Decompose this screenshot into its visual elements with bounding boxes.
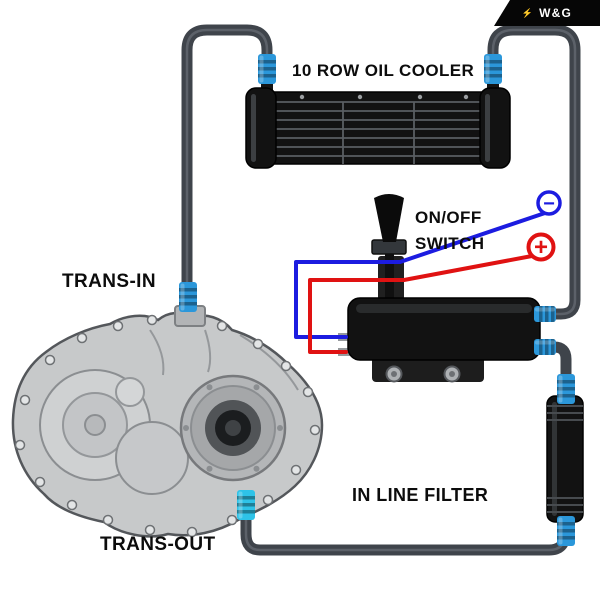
fitting-pump-bottom: [534, 339, 556, 355]
wire-positive: [308, 254, 534, 354]
oil-cooler: [245, 80, 511, 169]
cooler-tank-left: [245, 87, 277, 169]
terminal-negative: −: [536, 190, 562, 216]
fitting-filter-top: [557, 374, 575, 404]
switch-lever: [374, 194, 404, 242]
minus-symbol: −: [543, 193, 555, 215]
hose-cooler-to-trans-in: [181, 24, 273, 296]
plus-symbol: +: [534, 234, 548, 261]
hose-cooler-to-pump: [487, 24, 581, 320]
brand-badge: ⚡ W&G: [494, 0, 600, 26]
cooler-tank-right: [479, 87, 511, 169]
output-shaft: [179, 374, 287, 482]
trans-out-label: TRANS-OUT: [100, 534, 216, 555]
switch-body: [371, 194, 407, 304]
transmission: [11, 305, 324, 538]
cooler-label: 10 ROW OIL COOLER: [292, 61, 475, 80]
pump-body: [347, 297, 541, 361]
cooler-tank-highlight: [485, 94, 490, 162]
switch-label: ON/OFF SWITCH: [415, 205, 484, 257]
filter-label: IN LINE FILTER: [352, 485, 489, 505]
bracket-bolt: [443, 365, 461, 383]
pump-highlight: [356, 304, 532, 313]
brand-icon: ⚡: [521, 7, 534, 18]
fitting-cooler-left: [258, 54, 276, 84]
trans-in-label: TRANS-IN: [62, 271, 156, 292]
fitting-trans-out: [237, 490, 255, 520]
inline-filter: [546, 395, 584, 523]
switch-label-line1: ON/OFF: [415, 208, 482, 227]
cooler-fins: [272, 101, 484, 164]
switch-label-line2: SWITCH: [415, 234, 485, 253]
brand-text: W&G: [539, 6, 573, 20]
fitting-pump-top: [534, 306, 556, 322]
fitting-trans-in: [179, 282, 197, 312]
fitting-cooler-right: [484, 54, 502, 84]
bracket-bolt: [385, 365, 403, 383]
cooler-mount-dots: [299, 94, 469, 100]
cooler-tank-highlight: [251, 94, 256, 162]
wire-negative: [294, 211, 547, 339]
fitting-filter-bottom: [557, 516, 575, 546]
terminal-positive: +: [526, 232, 556, 262]
cooler-core: [271, 91, 485, 165]
